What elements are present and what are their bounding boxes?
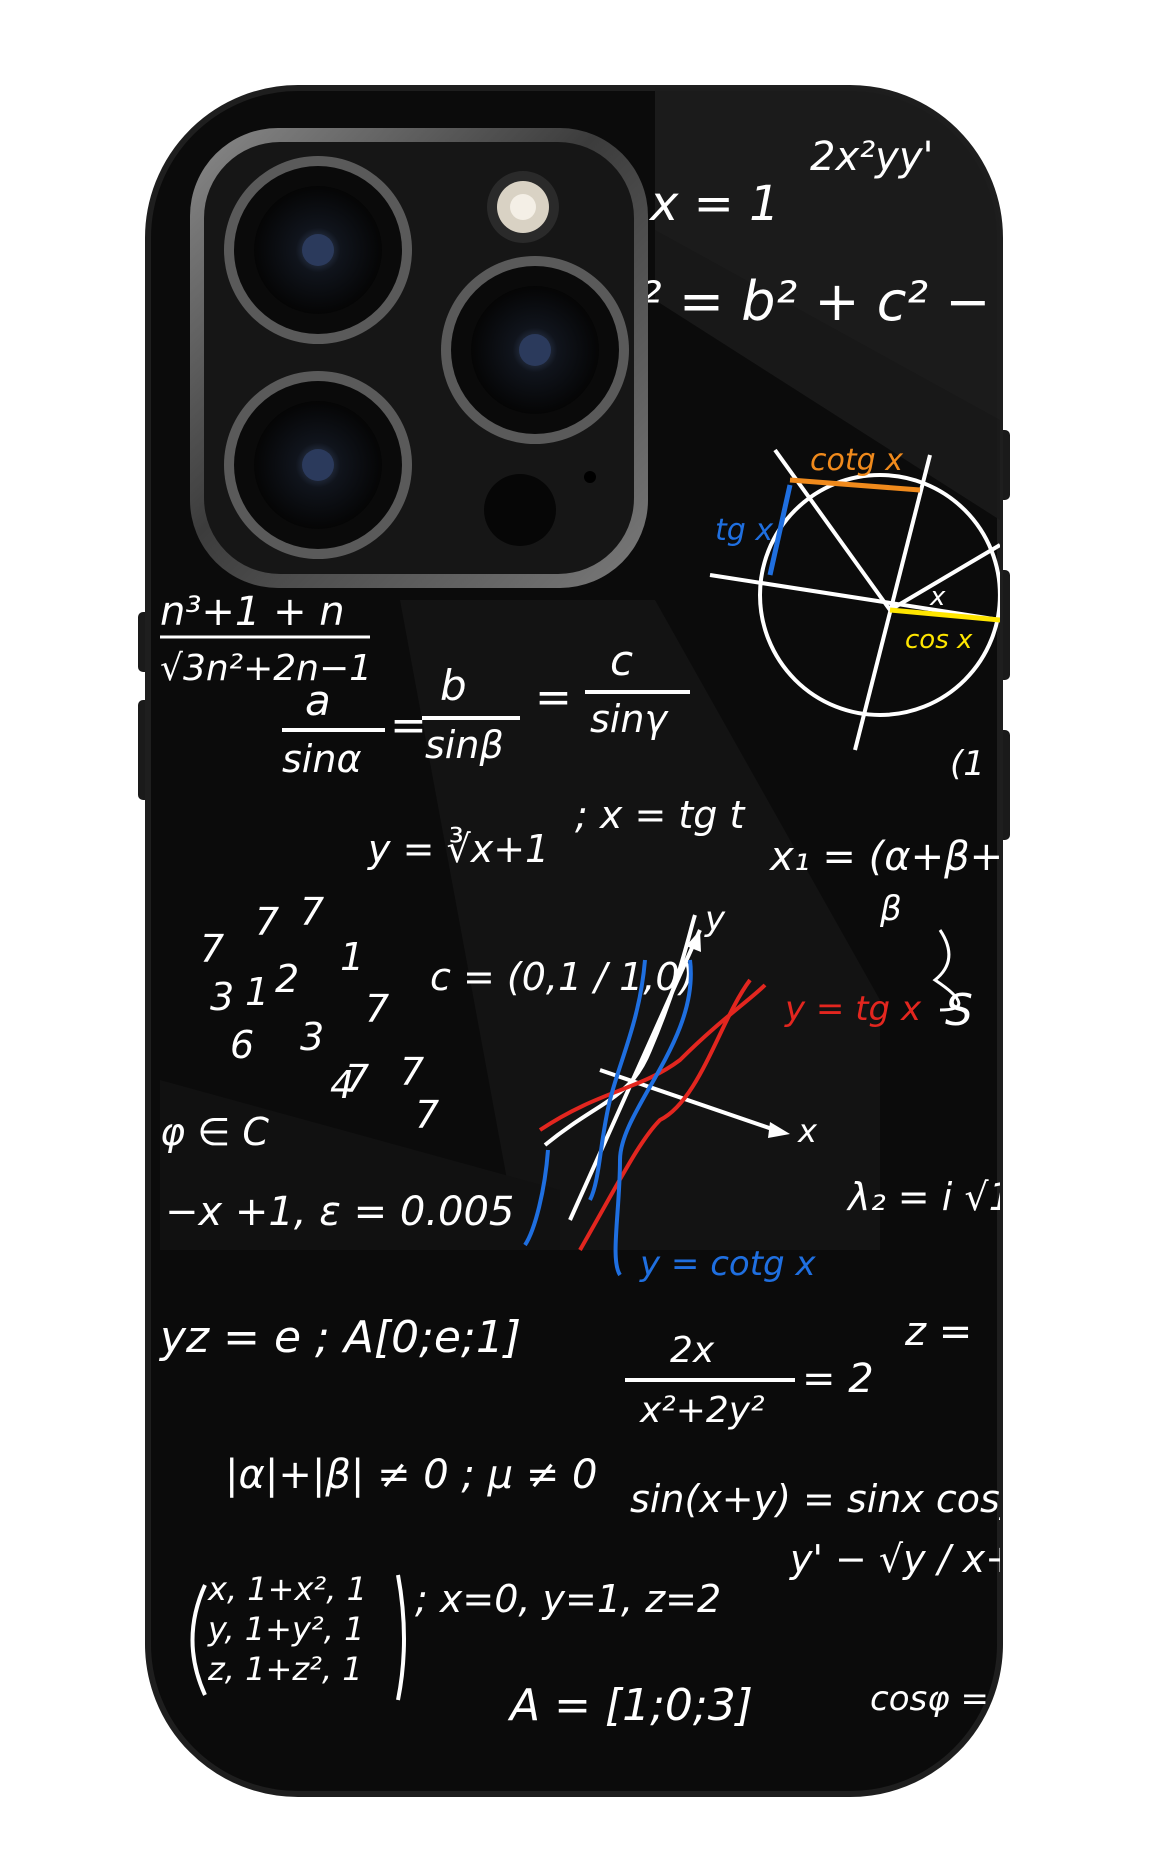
- formula-text: √3n²+2n−1: [160, 648, 372, 689]
- formula-text: −x +1, ε = 0.005: [165, 1189, 514, 1235]
- formula-text: ; x = tg t: [575, 793, 746, 837]
- circle-label-x: x: [929, 582, 946, 612]
- digit: 1: [340, 935, 364, 979]
- circle-label-cos: cos x: [905, 625, 973, 655]
- camera-lens-icon: [224, 156, 412, 344]
- axis-label: x: [797, 1112, 818, 1150]
- formula-text: β: [879, 889, 902, 929]
- microphone-icon: [584, 471, 596, 483]
- formula-text: A = [1;0;3]: [507, 1680, 753, 1731]
- formula-text: x₁ = (α+β+: [768, 834, 1003, 880]
- formula-text: x = 1: [648, 176, 780, 232]
- math-formulas: 2x²yy' x = 1 ² = b² + c² − 2b n³+1 + n √…: [158, 134, 1076, 1731]
- digit: 4: [330, 1063, 354, 1107]
- digit: 3: [300, 1015, 324, 1059]
- formula-text: cosφ =: [870, 1679, 989, 1719]
- tangent-graph: y x y = tg x y = cotg x: [523, 899, 922, 1284]
- formula-text: ; x=0, y=1, z=2: [415, 1577, 721, 1621]
- matrix: x, 1+x², 1 y, 1+y², 1 z, 1+z², 1: [190, 1570, 406, 1701]
- scattered-digits: 7 7 7 1 2 1 3 7 6 3 7 4 7 7: [200, 890, 439, 1137]
- formula-text: φ ∈ C: [160, 1110, 269, 1154]
- digit: 7: [200, 927, 224, 971]
- formula-text: 2x²yy': [810, 134, 934, 180]
- formula-text: y, 1+y², 1: [207, 1610, 364, 1648]
- formula-text: y' − √y / x+2: [789, 1537, 1041, 1581]
- formula-text: x²+2y²: [639, 1390, 765, 1431]
- circle-label-cotg: cotg x: [810, 443, 903, 478]
- formula-text: n³+1 + n: [160, 589, 345, 635]
- digit: 3: [210, 975, 234, 1019]
- camera-lens-icon: [224, 371, 412, 559]
- lidar-sensor-icon: [484, 474, 556, 546]
- graph-label-tg: y = tg x: [784, 989, 922, 1029]
- formula-text: a: [305, 676, 331, 725]
- formula-text: sinα: [282, 737, 362, 781]
- camera-module: [190, 128, 648, 588]
- formula-text: = 2: [802, 1356, 874, 1402]
- digit: 2: [275, 957, 299, 1001]
- digit: 7: [400, 1050, 424, 1094]
- digit: 7: [255, 900, 279, 944]
- camera-lens-icon: [441, 256, 629, 444]
- formula-text: sinβ: [425, 723, 504, 767]
- glass-reflection: [160, 88, 1000, 1250]
- formula-text: =: [535, 672, 572, 723]
- formula-text: S: [945, 985, 973, 1036]
- formula-text: ² = b² + c² − 2b: [640, 270, 1076, 333]
- digit: 6: [230, 1023, 254, 1067]
- formula-text: yz = e ; A[0;e;1]: [158, 1312, 521, 1363]
- formula-text: z =: [904, 1309, 972, 1355]
- circle-label-tg: tg x: [715, 513, 773, 548]
- graph-label-cotg: y = cotg x: [639, 1244, 816, 1284]
- digit: 1: [245, 970, 269, 1014]
- formula-text: 2x: [670, 1330, 715, 1371]
- formula-text: =: [390, 700, 427, 751]
- flash-icon: [487, 171, 559, 243]
- formula-text: x, 1+x², 1: [207, 1570, 367, 1608]
- formula-text: z, 1+z², 1: [207, 1650, 363, 1688]
- digit: 7: [365, 987, 389, 1031]
- formula-text: λ₂ = i √1: [846, 1175, 1013, 1219]
- unit-circle-diagram: cotg x tg x cos x x: [709, 443, 1000, 751]
- digit: 7: [300, 890, 324, 934]
- formula-text: b: [440, 661, 467, 710]
- formula-text: y = ∛x+1: [367, 826, 549, 871]
- formula-text: |α|+|β| ≠ 0 ; μ ≠ 0: [225, 1452, 597, 1498]
- formula-text: sinγ: [590, 697, 669, 741]
- formula-text: c = (0,1 / 1,0): [430, 955, 694, 999]
- digit: 7: [415, 1093, 439, 1137]
- formula-text: c: [610, 636, 633, 685]
- formula-text: (1: [950, 744, 985, 784]
- digit: 7: [345, 1057, 369, 1101]
- formula-text: sin(x+y) = sinx cosy: [630, 1477, 1023, 1521]
- axis-label: y: [704, 899, 726, 939]
